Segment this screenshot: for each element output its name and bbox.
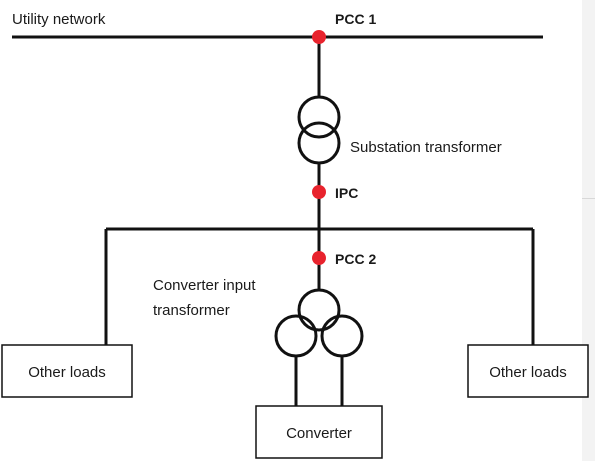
- utility-network-label: Utility network: [12, 11, 106, 28]
- other-loads-left-label: Other loads: [28, 364, 106, 381]
- converter-label: Converter: [286, 425, 352, 442]
- ipc-label: IPC: [335, 185, 358, 201]
- right-edge-tick: [582, 198, 595, 199]
- pcc2-marker: [312, 251, 326, 265]
- ipc-marker: [312, 185, 326, 199]
- other-loads-right-label: Other loads: [489, 364, 567, 381]
- converter-transformer-label-line1: Converter input: [153, 277, 256, 294]
- converter-transformer-label-line2: transformer: [153, 302, 230, 319]
- converter-transformer-secondary-left-coil: [274, 314, 318, 358]
- substation-transformer-secondary-coil: [297, 121, 341, 165]
- other-loads-right-box: [467, 344, 589, 398]
- converter-transformer-primary-coil: [297, 288, 341, 332]
- pcc1-marker: [312, 30, 326, 44]
- pcc1-label: PCC 1: [335, 11, 376, 27]
- converter-transformer-secondary-right-coil: [320, 314, 364, 358]
- pcc2-label: PCC 2: [335, 251, 376, 267]
- converter-box: [255, 405, 383, 459]
- substation-transformer-primary-coil: [297, 95, 341, 139]
- substation-transformer-label: Substation transformer: [350, 139, 502, 156]
- other-loads-left-box: [1, 344, 133, 398]
